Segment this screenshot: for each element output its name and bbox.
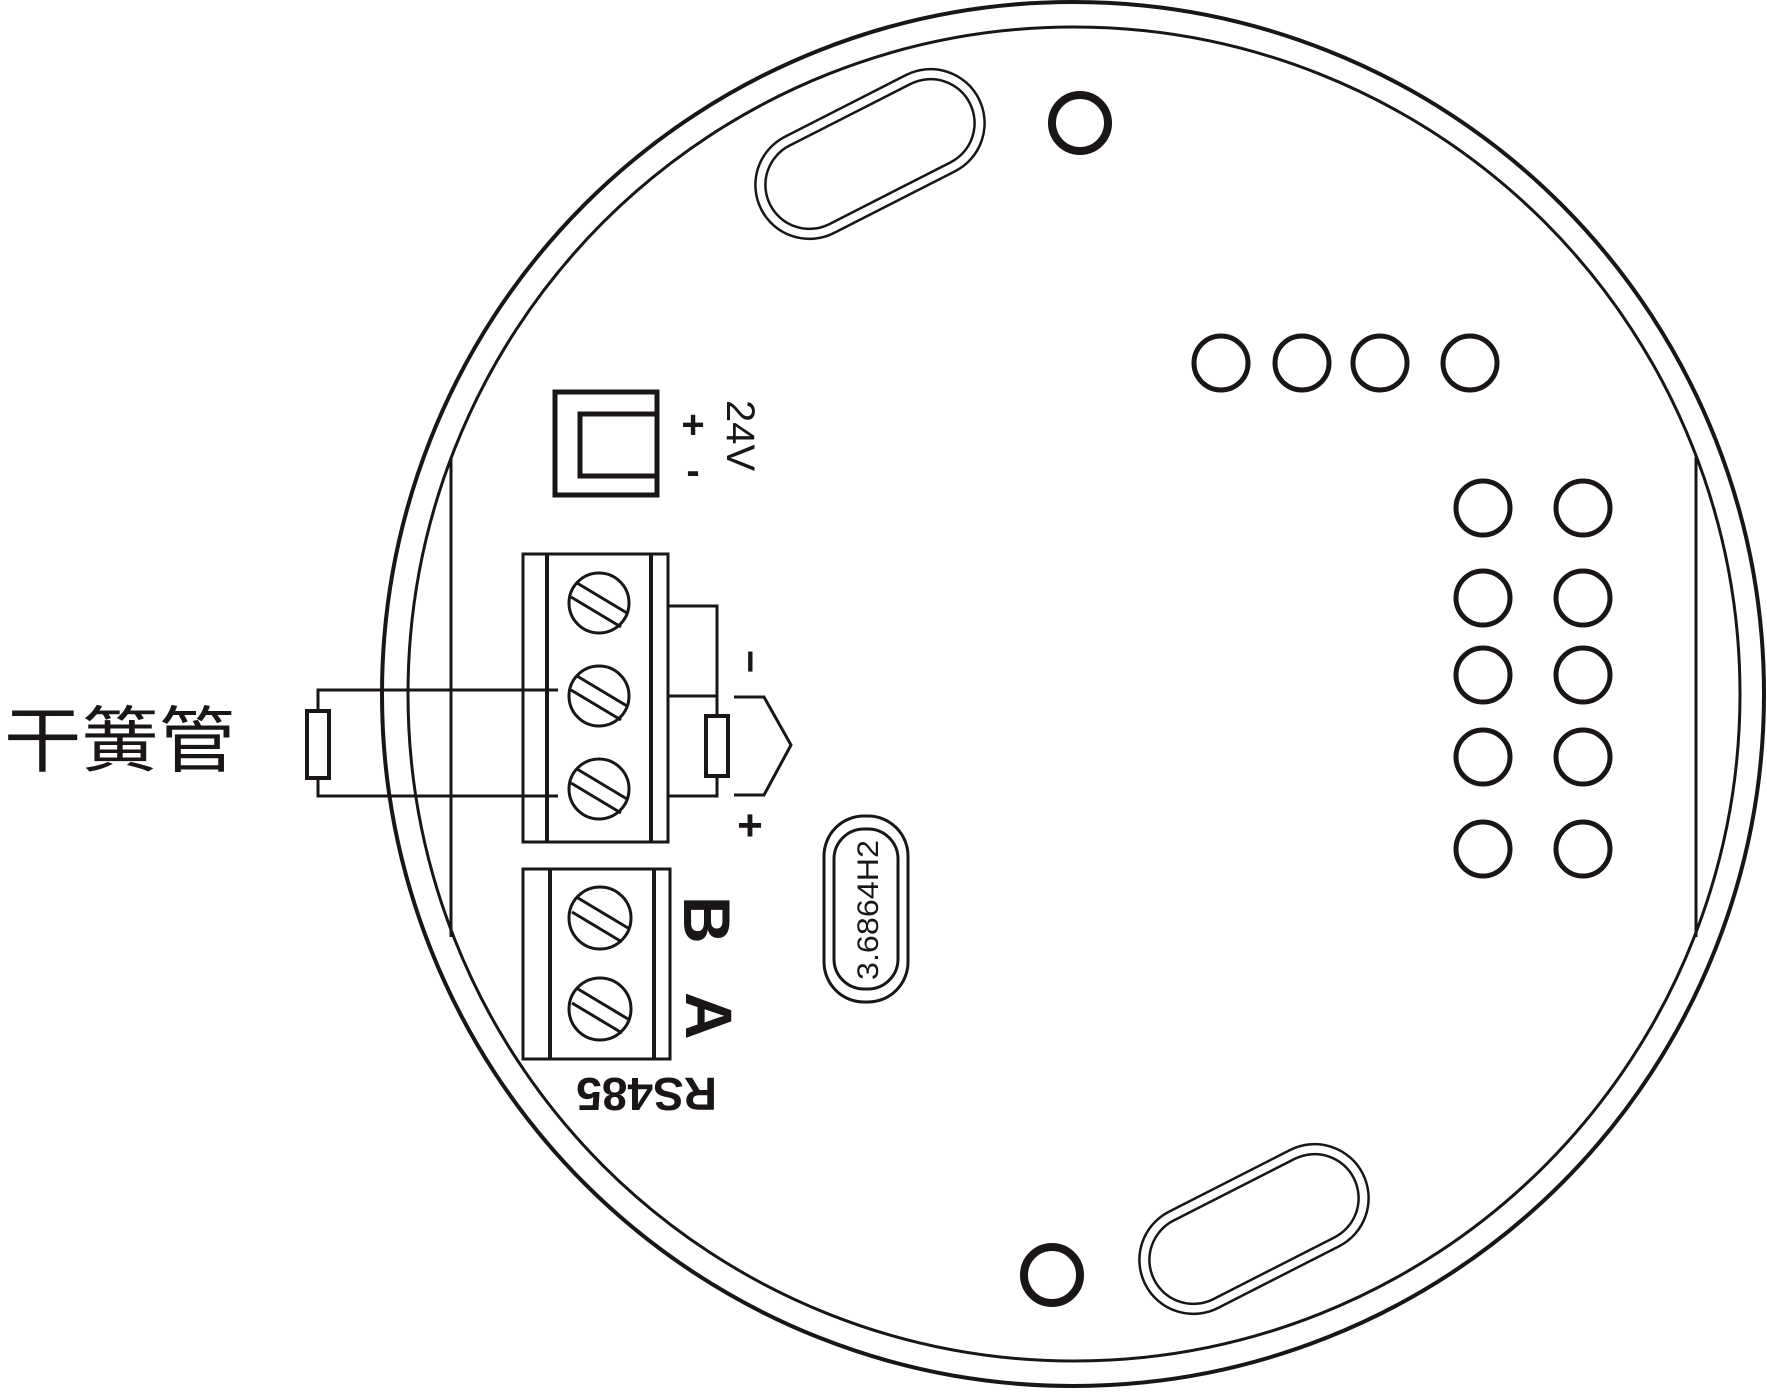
housing — [380, 0, 1766, 1388]
pad — [1350, 333, 1410, 393]
screw-terminal — [567, 757, 631, 821]
mounting-hole-bottom — [1020, 1243, 1084, 1307]
power-plus-label: + — [681, 403, 704, 447]
reed-switch-label: 干簧管 — [4, 699, 236, 783]
power-minus-label: - — [686, 449, 699, 493]
pads-grid — [1453, 478, 1613, 879]
pad — [1553, 645, 1613, 705]
rs485-a-label: A — [672, 992, 746, 1040]
power-voltage-label: 24V — [718, 400, 762, 471]
pad — [1453, 478, 1513, 538]
output-bracket — [734, 695, 793, 797]
resistor-icon — [704, 714, 730, 778]
pad — [1453, 645, 1513, 705]
pad — [1453, 819, 1513, 879]
mounting-slot-bottom — [1138, 1142, 1370, 1316]
pad — [1553, 478, 1613, 538]
pad — [1453, 568, 1513, 628]
pad — [1453, 727, 1513, 787]
reed-switch-icon — [305, 709, 331, 780]
screw-terminal — [567, 664, 631, 728]
pad — [1553, 727, 1613, 787]
housing-outer-ring — [380, 0, 1766, 1388]
terminal-block-3 — [521, 552, 670, 844]
output-plus-label: + — [737, 801, 763, 850]
output-wiring: − + — [668, 604, 793, 850]
rs485-b-label: B — [670, 896, 744, 944]
pad — [1272, 333, 1332, 393]
crystal: 3.6864H2 — [822, 814, 910, 1004]
screw-terminal — [567, 976, 633, 1042]
housing-inner-ring — [406, 25, 1742, 1363]
pad — [1440, 333, 1500, 393]
screw-terminal — [567, 571, 631, 635]
pads-row — [1191, 333, 1500, 393]
power-connector: + - 24V — [552, 389, 762, 498]
crystal-label: 3.6864H2 — [852, 840, 885, 980]
screw-terminal — [567, 885, 633, 951]
pad — [1553, 819, 1613, 879]
pad — [1191, 333, 1251, 393]
rs485-label: RS485 — [576, 1068, 717, 1120]
mounting-slot-top — [754, 67, 986, 241]
reed-switch-wiring: 干簧管 — [4, 688, 558, 798]
mounting-hole-top — [1048, 91, 1112, 155]
terminal-block-rs485: B A RS485 — [521, 867, 746, 1120]
output-minus-label: − — [728, 650, 772, 673]
pad — [1553, 568, 1613, 628]
